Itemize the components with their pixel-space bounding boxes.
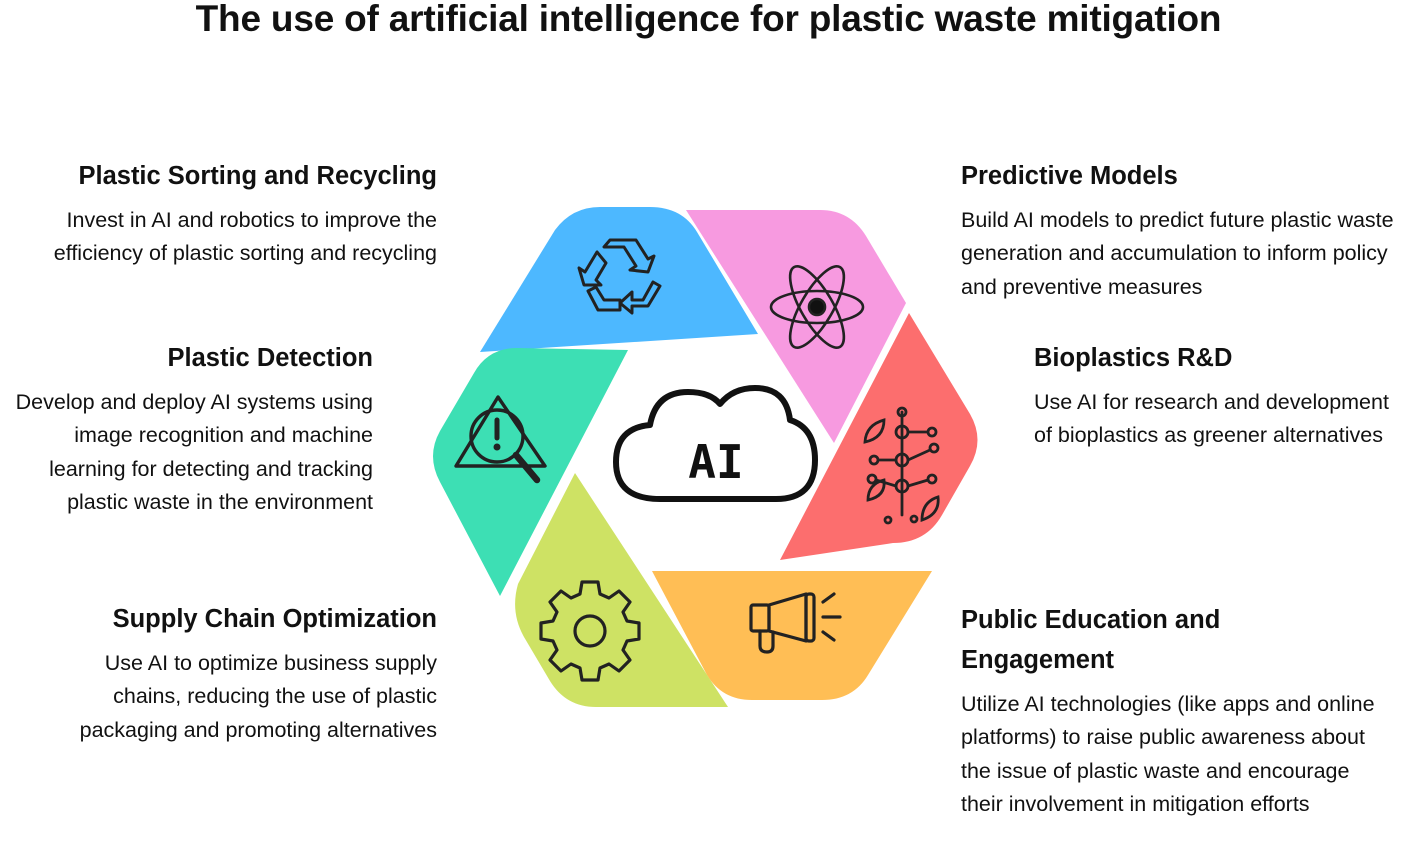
heading-education: Public Education and Engagement: [961, 606, 1221, 674]
segment-sorting: [480, 207, 758, 352]
molecule-leaf-icon: [863, 406, 940, 525]
atom-icon: [769, 265, 865, 349]
heading-detection: Plastic Detection: [167, 344, 373, 372]
text-block-detection: Plastic Detection Develop and deploy AI …: [0, 338, 373, 520]
heading-bioplastics: Bioplastics R&D: [1034, 344, 1233, 372]
text-block-supply: Supply Chain Optimization Use AI to opti…: [40, 599, 437, 747]
body-sorting: Invest in AI and robotics to improve the…: [53, 208, 437, 266]
diagram-title: The use of artificial intelligence for p…: [195, 0, 1222, 39]
cloud-icon: [613, 385, 818, 502]
body-detection: Develop and deploy AI systems using imag…: [15, 390, 373, 515]
text-block-education: Public Education and Engagement Utilize …: [961, 600, 1401, 822]
body-education: Utilize AI technologies (like apps and o…: [961, 692, 1375, 817]
segment-education: [652, 571, 932, 700]
text-block-sorting: Plastic Sorting and Recycling Invest in …: [20, 156, 437, 271]
gear-icon: [539, 580, 641, 682]
heading-supply: Supply Chain Optimization: [112, 605, 437, 633]
text-block-bioplastics: Bioplastics R&D Use AI for research and …: [1034, 338, 1394, 453]
body-bioplastics: Use AI for research and development of b…: [1034, 390, 1389, 448]
warning-magnifier-icon: [454, 395, 547, 484]
heading-sorting: Plastic Sorting and Recycling: [78, 162, 437, 190]
recycle-icon: [577, 238, 662, 315]
megaphone-icon: [749, 592, 842, 654]
text-block-predictive: Predictive Models Build AI models to pre…: [961, 156, 1417, 304]
center-label: AI: [688, 435, 743, 489]
body-supply: Use AI to optimize business supply chain…: [79, 651, 437, 742]
body-predictive: Build AI models to predict future plasti…: [961, 208, 1394, 299]
segment-predictive: [686, 210, 906, 443]
heading-predictive: Predictive Models: [961, 162, 1178, 190]
segment-supply: [515, 473, 728, 707]
